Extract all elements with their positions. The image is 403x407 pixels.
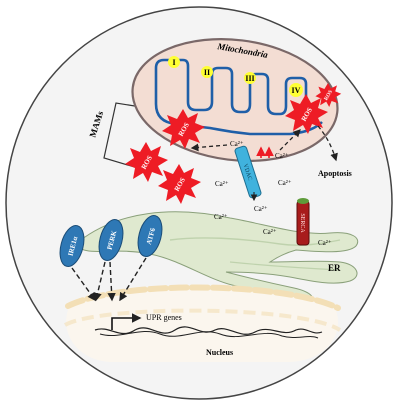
complex-I: I (168, 56, 180, 68)
ros-burst-4: ROS (158, 164, 201, 204)
calcium-ion: Ca²⁺ (230, 140, 244, 148)
upr-genes-label: UPR genes (146, 313, 182, 322)
svg-text:SERCA: SERCA (299, 213, 305, 233)
calcium-ion: Ca²⁺ (214, 213, 228, 221)
calcium-ion: Ca²⁺ (278, 179, 292, 187)
calcium-ion: Ca²⁺ (318, 239, 332, 247)
complex-IV: IV (289, 83, 303, 97)
nucleus-label: Nucleus (206, 348, 233, 357)
atf6-arrow (119, 257, 147, 302)
svg-text:ROS: ROS (323, 89, 334, 102)
perk-arrow (107, 261, 116, 302)
svg-text:VDAC: VDAC (242, 163, 253, 181)
svg-text:I: I (172, 58, 175, 67)
svg-text:III: III (245, 74, 254, 83)
calcium-ion: Ca²⁺ (263, 228, 277, 236)
ca-to-mito-arrow (279, 129, 301, 151)
nucleus (64, 284, 342, 362)
chromatin (94, 326, 323, 335)
transcription-start-arrow (111, 313, 142, 330)
calcium-ion: Ca²⁺ (215, 180, 229, 188)
atf6-sensor: ATF6 (137, 215, 163, 257)
apoptosis-label: Apoptosis (318, 169, 352, 178)
er-label: ER (328, 263, 341, 273)
ire1a-arrow (71, 267, 96, 302)
complex-II: II (201, 66, 213, 78)
ros-burst-1: ROS (162, 109, 205, 149)
ca-to-ros-arrow (190, 143, 228, 152)
serca-pump: SERCA (296, 198, 310, 246)
svg-text:II: II (204, 68, 210, 77)
calcium-ion: Ca²⁺ (275, 152, 289, 160)
perk-arrow-2 (93, 261, 106, 302)
calcium-ion: Ca²⁺ (254, 205, 268, 213)
svg-text:IV: IV (292, 86, 301, 95)
ros-burst-5: ROS (315, 83, 342, 107)
mams-bracket (103, 102, 149, 172)
ros-to-apoptosis-arrow (317, 125, 338, 162)
ros-burst-2: ROS (285, 94, 328, 134)
ros-burst-3: ROS (125, 142, 168, 182)
ire1a-sensor: IRE1α (59, 225, 85, 267)
complex-III: III (244, 72, 256, 84)
perk-sensor: PERK (98, 219, 124, 261)
